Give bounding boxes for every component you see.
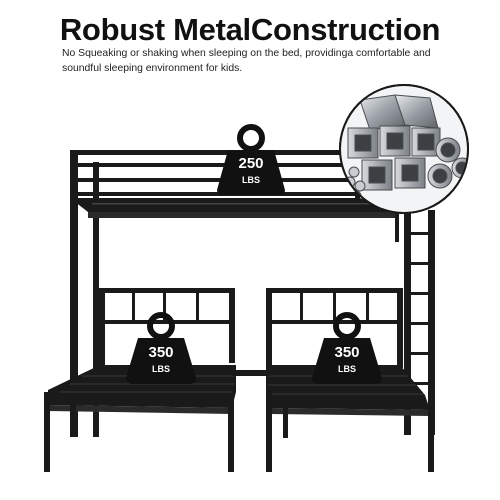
weight-bottom-left-kettlebell-icon [126,312,196,384]
center-connector [232,370,270,376]
bottom-left-bed [44,288,236,472]
weight-top-unit: LBS [242,175,260,185]
weight-bottom-right-unit: LBS [338,364,356,374]
weight-bottom-left-value: 350 [148,344,173,361]
weight-top-kettlebell-icon [217,124,285,195]
weight-bottom-right-kettlebell-icon [312,312,382,384]
weight-bottom-left-unit: LBS [152,364,170,374]
bottom-right-bed [266,288,434,472]
weight-bottom-right-value: 350 [334,344,359,361]
page-title: Robust MetalConstruction [59,12,441,47]
page-subtitle: No Squeaking or shaking when sleeping on… [62,48,431,74]
steel-tubes-icon [339,84,469,214]
weight-top-value: 250 [238,155,263,172]
